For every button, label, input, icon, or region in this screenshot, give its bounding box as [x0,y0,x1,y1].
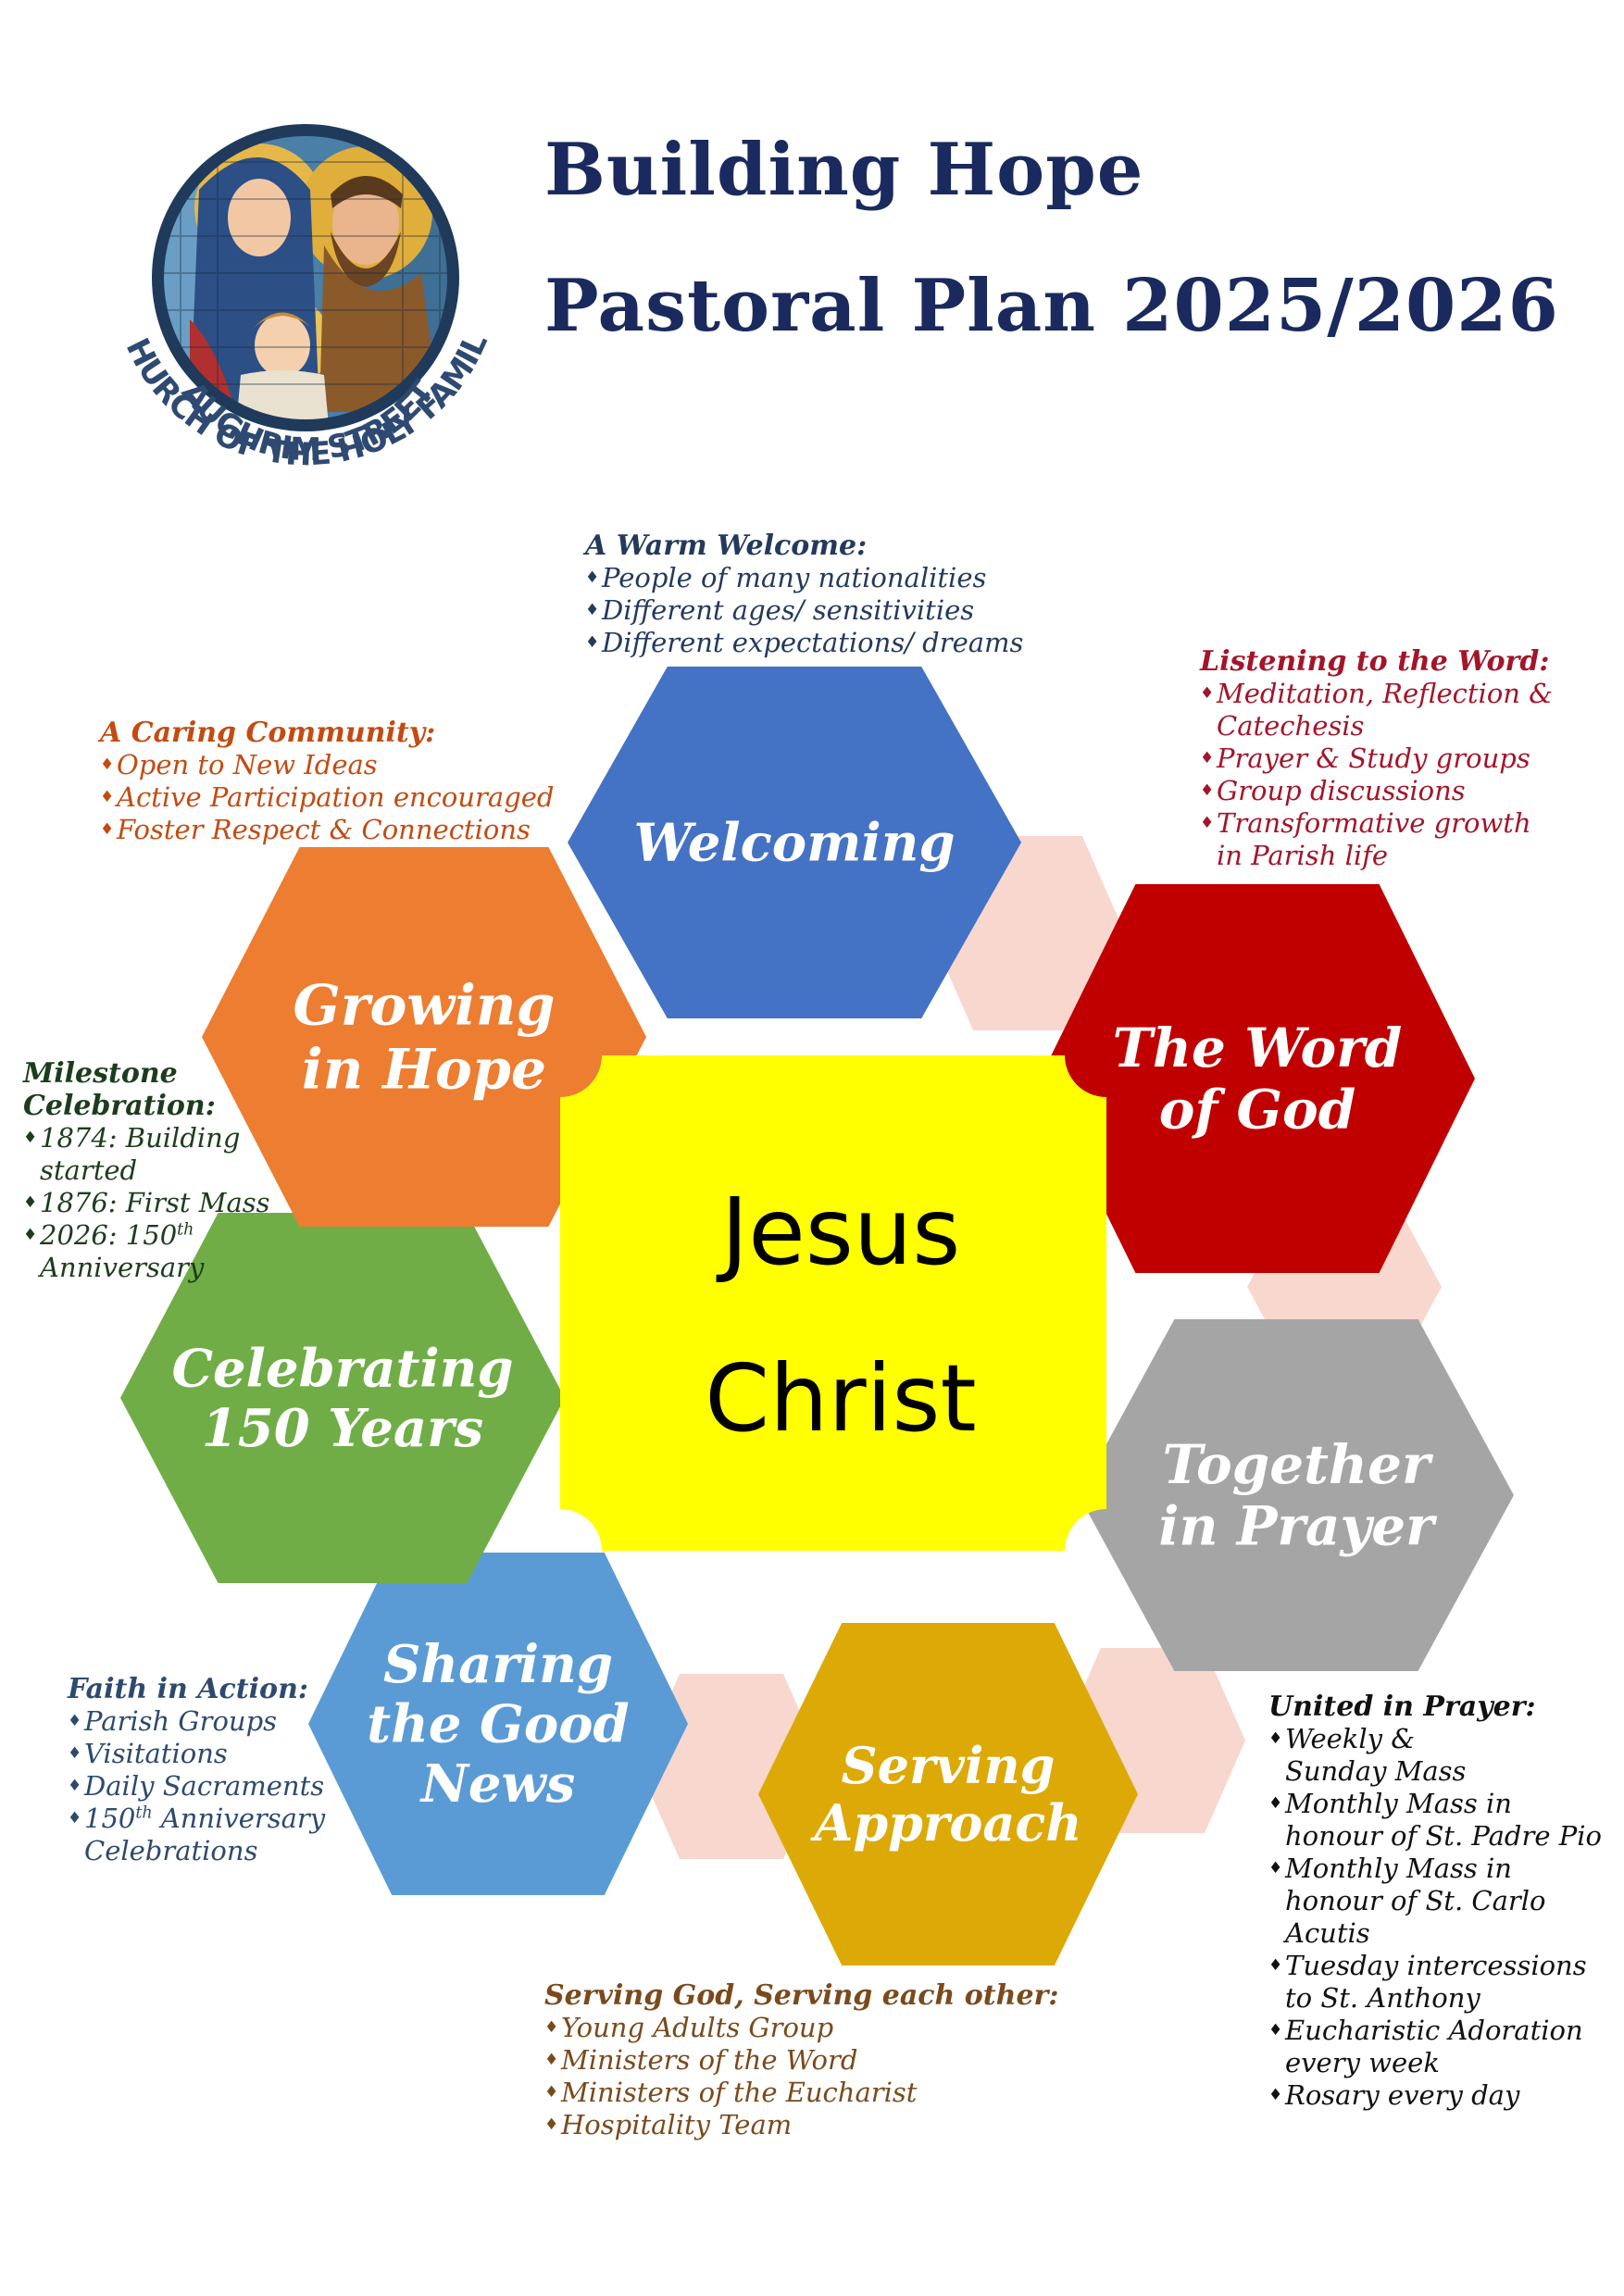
faith-notes: Faith in Action: Parish Groups Visitatio… [68,1673,325,1867]
hexagon-label: in Prayer [1158,1495,1438,1558]
faith-item: Visitations [68,1738,325,1770]
hexagon-label: the Good [367,1694,629,1755]
caring-item: Open to New Ideas [100,749,554,781]
hexagon-label: Approach [809,1793,1081,1853]
center-label-line1: Jesus [716,1178,961,1286]
hexagon-shape [568,667,1021,1018]
welcome-heading: A Warm Welcome: [585,530,868,562]
hexagon-label: in Hope [302,1038,546,1103]
welcome-notes: A Warm Welcome: People of many nationali… [585,530,1023,659]
hexagon-shape [1040,884,1475,1273]
milestone-heading-line1: Milestone [23,1057,178,1090]
hexagon-label: Welcoming [633,813,955,874]
word-heading: Listening to the Word: [1200,645,1550,678]
hex-welcoming: Welcoming [568,667,1021,1018]
faith-item: Daily Sacraments [68,1770,325,1803]
page-title: Building Hope [544,128,1144,212]
serving-item: Hospitality Team [544,2109,1058,2141]
hexagon-label: The Word [1113,1017,1403,1079]
hexagon-label: Together [1162,1433,1434,1496]
milestone-item: 1876: First Mass [23,1187,270,1219]
word-item: Meditation, Reflection &Catechesis [1200,678,1553,742]
hexagon-label: Sharing [383,1634,613,1695]
united-notes: United in Prayer: Weekly &Sunday Mass Mo… [1268,1691,1602,2112]
connector-hex [931,836,1125,1030]
parish-logo: CHURCH OF THE HOLY FAMILY AUGHRIM STREET [88,106,496,473]
hexagon-shape [758,1623,1138,1965]
hexagon-label: Growing [294,974,556,1039]
hexagon-label: Celebrating [171,1338,513,1399]
connector-hex [1247,1208,1442,1366]
faith-item: Parish Groups [68,1705,325,1738]
serving-item: Ministers of the Word [544,2044,1058,2077]
hexagon-shape [308,1553,688,1895]
center-label-line2: Christ [705,1344,976,1453]
hexagon-shape [1079,1319,1514,1671]
caring-heading: A Caring Community: [100,717,436,749]
serving-notes: Serving God, Serving each other: Young A… [544,1979,1058,2141]
page-subtitle: Pastoral Plan 2025/2026 [544,264,1559,348]
welcome-item: Different ages/ sensitivities [585,594,1023,627]
word-item: Prayer & Study groups [1200,742,1553,775]
united-item: Weekly &Sunday Mass [1268,1723,1602,1788]
connector-hex [1060,1648,1245,1833]
word-notes: Listening to the Word: Meditation, Refle… [1200,645,1553,872]
center-shape: Jesus Christ [560,1055,1106,1551]
milestone-notes: Milestone Celebration: 1874: Buildingsta… [23,1057,270,1284]
faith-heading: Faith in Action: [68,1673,308,1705]
serving-item: Young Adults Group [544,2012,1058,2044]
hexagon-label: of God [1159,1079,1356,1142]
caring-item: Active Participation encouraged [100,781,554,814]
united-heading: United in Prayer: [1268,1691,1536,1723]
welcome-item: Different expectations/ dreams [585,627,1023,659]
serving-item: Ministers of the Eucharist [544,2077,1058,2109]
welcome-item: People of many nationalities [585,562,1023,594]
hexagon-label: Serving [842,1736,1056,1795]
caring-notes: A Caring Community: Open to New Ideas Ac… [100,717,554,846]
caring-item: Foster Respect & Connections [100,814,554,846]
milestone-heading-line2: Celebration: [23,1090,216,1122]
hexagon-label: 150 Years [202,1398,483,1459]
serving-heading: Serving God, Serving each other: [544,1979,1059,2012]
hexagon-label: News [419,1753,576,1815]
united-item: Rosary every day [1268,2079,1602,2112]
word-item: Group discussions [1200,775,1553,807]
connector-hex [639,1674,824,1859]
